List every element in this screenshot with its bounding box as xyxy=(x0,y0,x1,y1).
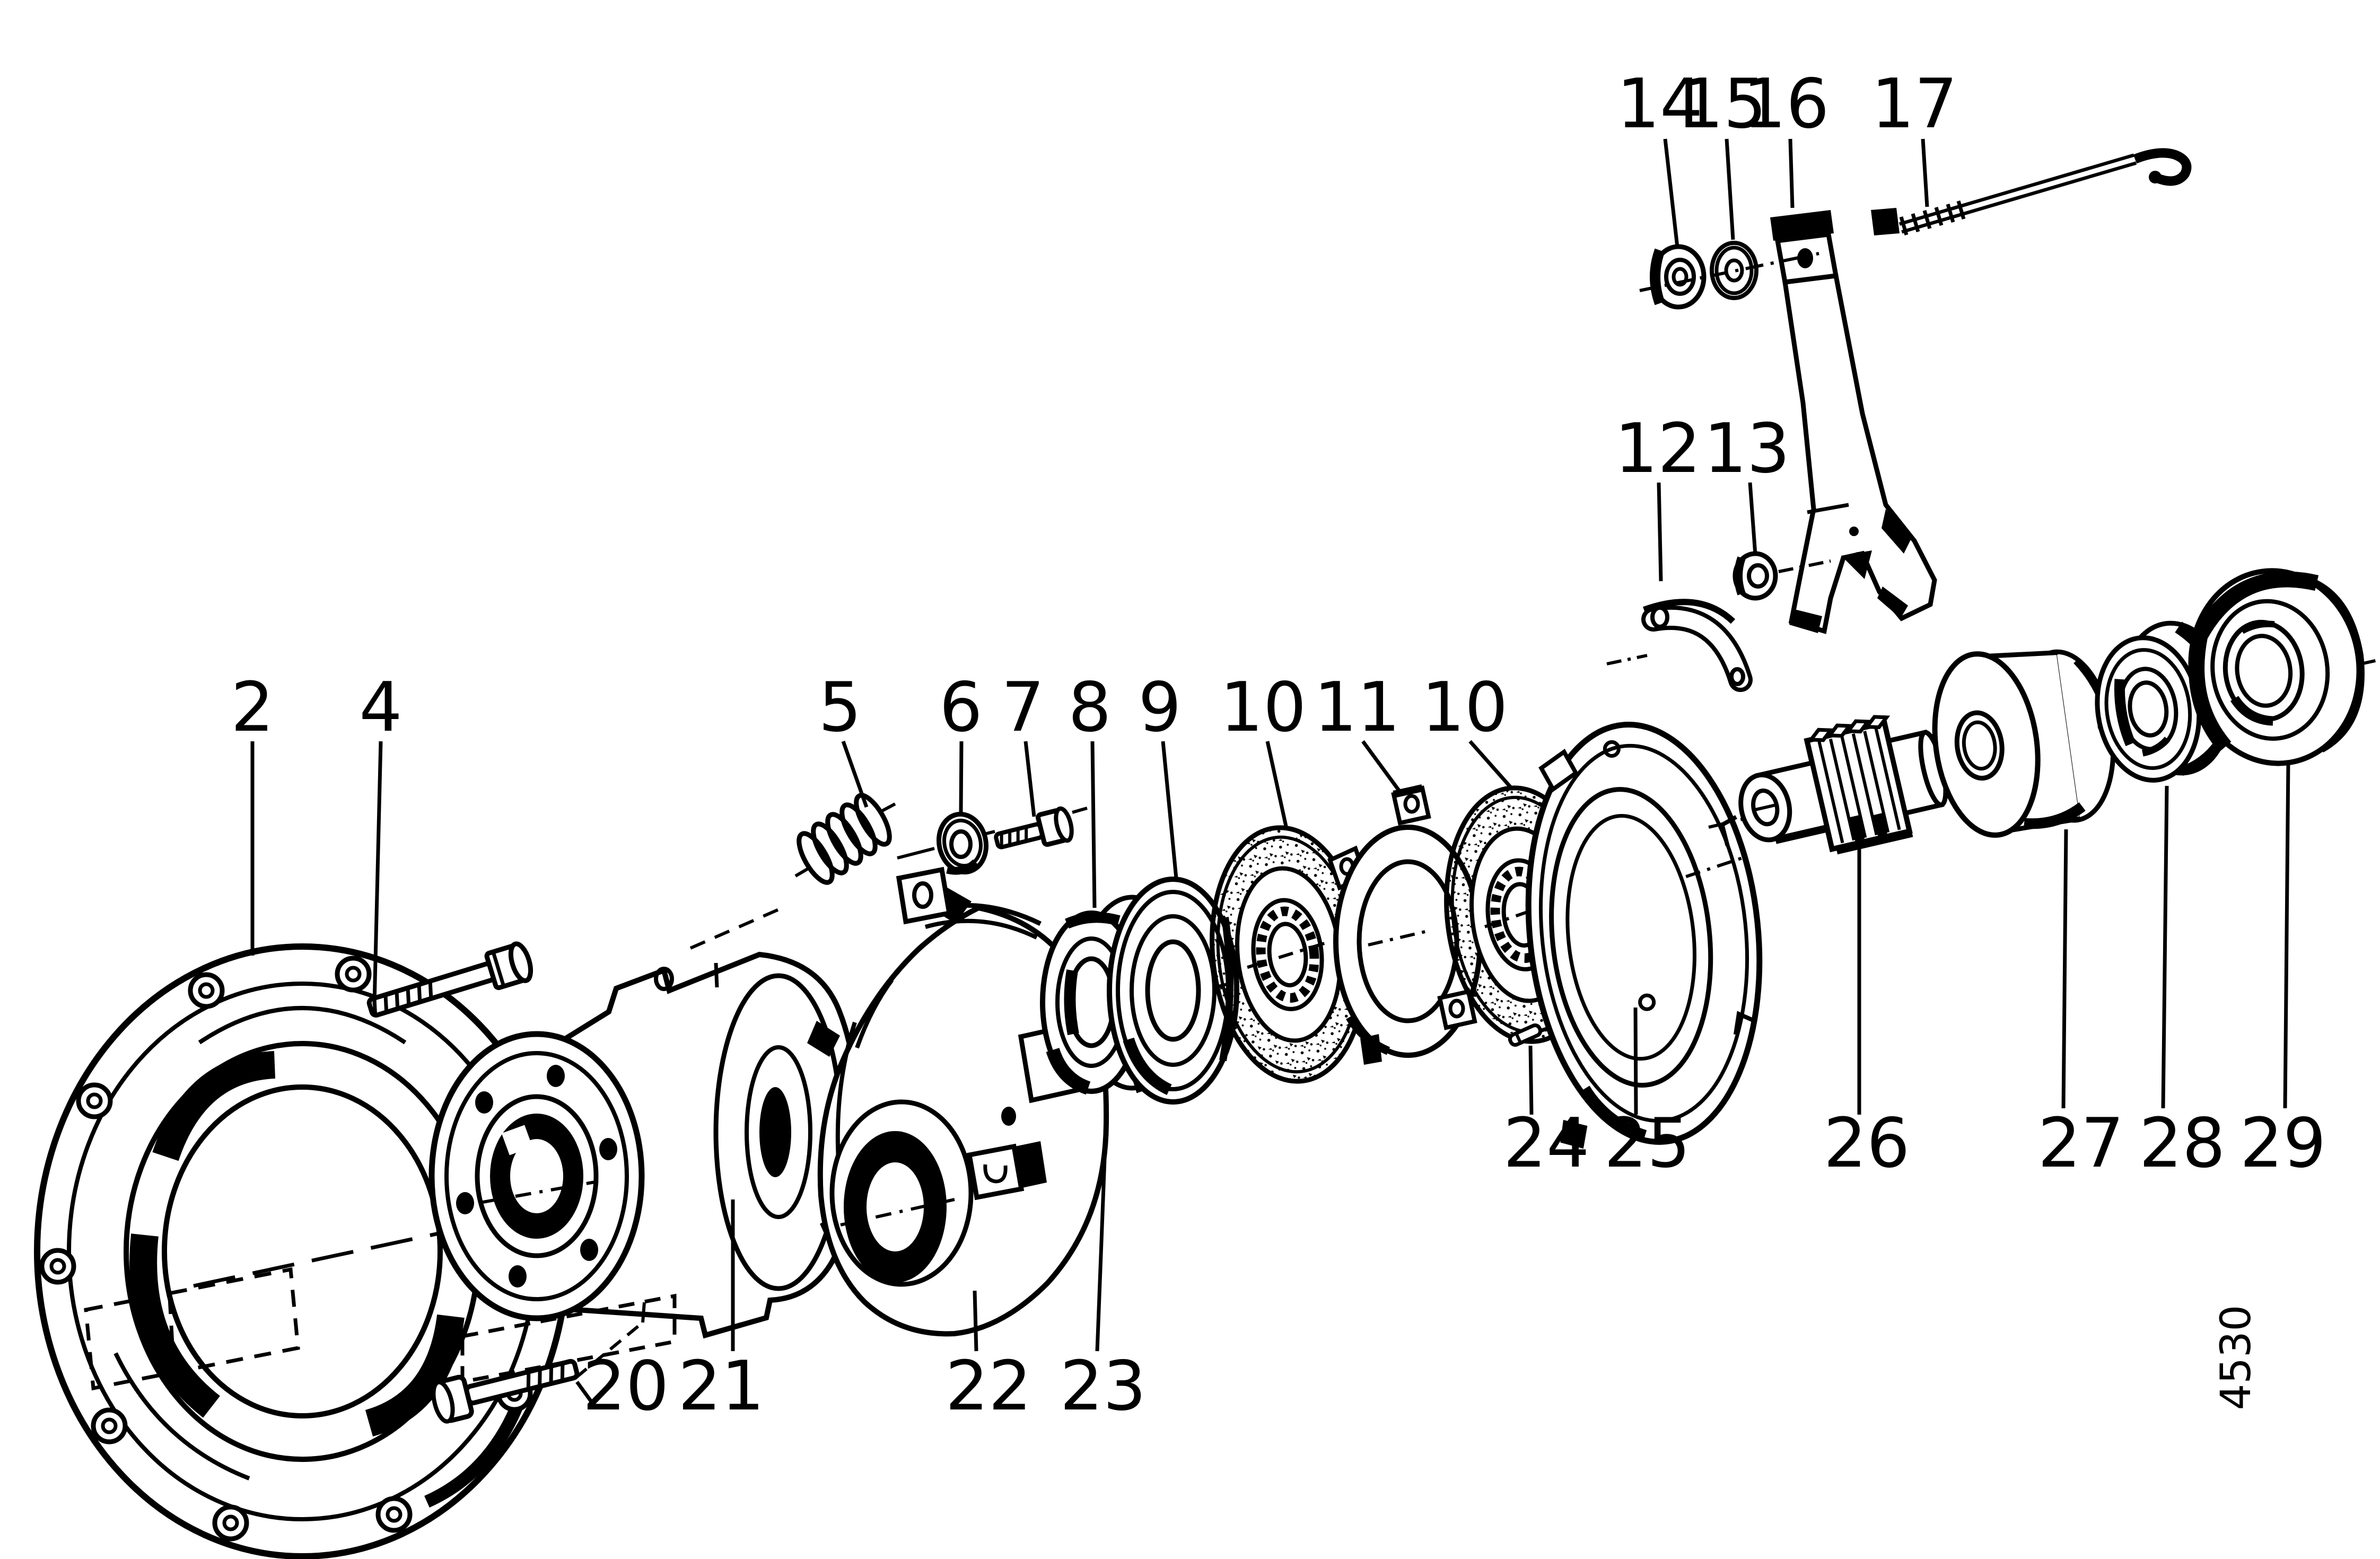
leader-line-13 xyxy=(1748,482,1757,555)
diagram-artwork xyxy=(34,148,2380,1559)
leader-line-27 xyxy=(2061,829,2068,1109)
part-label-27: 27 xyxy=(2038,1104,2124,1183)
part-label-22: 22 xyxy=(946,1347,1032,1426)
bearing-cup xyxy=(2188,568,2365,766)
release-fork xyxy=(1770,208,1937,634)
part-label-9: 9 xyxy=(1138,668,1181,747)
washer-15 xyxy=(1710,241,1758,300)
leader-line-25 xyxy=(1633,1007,1638,1115)
part-label-4: 4 xyxy=(359,668,402,747)
part-label-24: 24 xyxy=(1503,1104,1590,1183)
friction-disc-front xyxy=(1210,825,1368,1084)
leader-line-16 xyxy=(1788,138,1795,208)
axis-dash-far-right xyxy=(2360,658,2380,665)
spring-clip-12 xyxy=(1606,599,1753,692)
leader-line-29 xyxy=(2283,761,2290,1109)
fork-pivot-axis-dash xyxy=(1639,252,1819,292)
pressure-plate xyxy=(1525,722,1763,1149)
leader-line-10a xyxy=(1265,741,1288,827)
nut-6 xyxy=(897,811,995,875)
part-label-29: 29 xyxy=(2240,1104,2326,1183)
leader-line-5 xyxy=(841,740,869,808)
hub-flange-holes xyxy=(456,1065,617,1288)
part-label-25: 25 xyxy=(1604,1104,1691,1183)
leader-line-24 xyxy=(1528,1045,1534,1115)
leader-line-9 xyxy=(1161,741,1178,879)
pull-rod xyxy=(1898,148,2192,235)
part-label-5: 5 xyxy=(818,668,861,747)
dashed-reference-box-right xyxy=(460,1293,677,1385)
screw-7 xyxy=(994,806,1088,849)
bolt-4 xyxy=(366,941,533,1018)
part-label-14: 14 xyxy=(1617,65,1703,144)
retainer-cup xyxy=(1107,877,1284,1105)
dashed-reference-box-left xyxy=(84,1267,300,1391)
adjuster-axis-dash xyxy=(689,905,786,950)
nut-13 xyxy=(1732,551,1831,601)
rubber-bushing xyxy=(1932,649,2116,838)
part-label-6: 6 xyxy=(939,668,982,747)
part-label-20: 20 xyxy=(583,1347,669,1426)
part-label-13: 13 xyxy=(1704,409,1790,488)
hub-drum xyxy=(428,951,861,1339)
bearing-housing xyxy=(817,866,1109,1337)
part-label-26: 26 xyxy=(1824,1104,1910,1183)
part-label-2: 2 xyxy=(231,668,274,747)
nut-14 xyxy=(1650,244,1707,310)
leader-line-12 xyxy=(1657,482,1663,582)
part-label-28: 28 xyxy=(2139,1104,2226,1183)
leader-line-15 xyxy=(1725,138,1735,240)
leader-line-28 xyxy=(2161,785,2169,1109)
spring-5 xyxy=(794,793,896,885)
clutch-cover-plate xyxy=(34,943,608,1559)
bolt-20 xyxy=(431,1359,580,1424)
drawing-number: 4530 xyxy=(2212,1305,2260,1411)
part-label-16: 16 xyxy=(1743,65,1830,144)
leader-line-17 xyxy=(1921,138,1929,207)
center-axis-dash xyxy=(193,1195,608,1288)
part-label-21: 21 xyxy=(678,1347,765,1426)
leader-line-11 xyxy=(1361,740,1403,795)
leader-line-22 xyxy=(973,1290,978,1352)
pinion-gear xyxy=(1738,715,1948,855)
leader-line-4 xyxy=(372,741,383,1005)
leader-line-20 xyxy=(575,1380,596,1407)
leader-line-7 xyxy=(1023,741,1036,817)
part-label-10a: 10 xyxy=(1220,668,1307,747)
leader-line-23 xyxy=(1095,1117,1108,1352)
part-label-12: 12 xyxy=(1615,409,1701,488)
part-label-11: 11 xyxy=(1314,668,1401,747)
leader-line-14 xyxy=(1663,138,1679,248)
part-label-10b: 10 xyxy=(1422,668,1508,747)
part-label-7: 7 xyxy=(1001,668,1044,747)
leader-line-8 xyxy=(1090,741,1097,908)
part-label-15: 15 xyxy=(1681,65,1767,144)
part-label-23: 23 xyxy=(1060,1347,1147,1426)
leader-line-10b xyxy=(1468,740,1513,790)
part-label-17: 17 xyxy=(1871,65,1958,144)
part-label-8: 8 xyxy=(1068,668,1111,747)
